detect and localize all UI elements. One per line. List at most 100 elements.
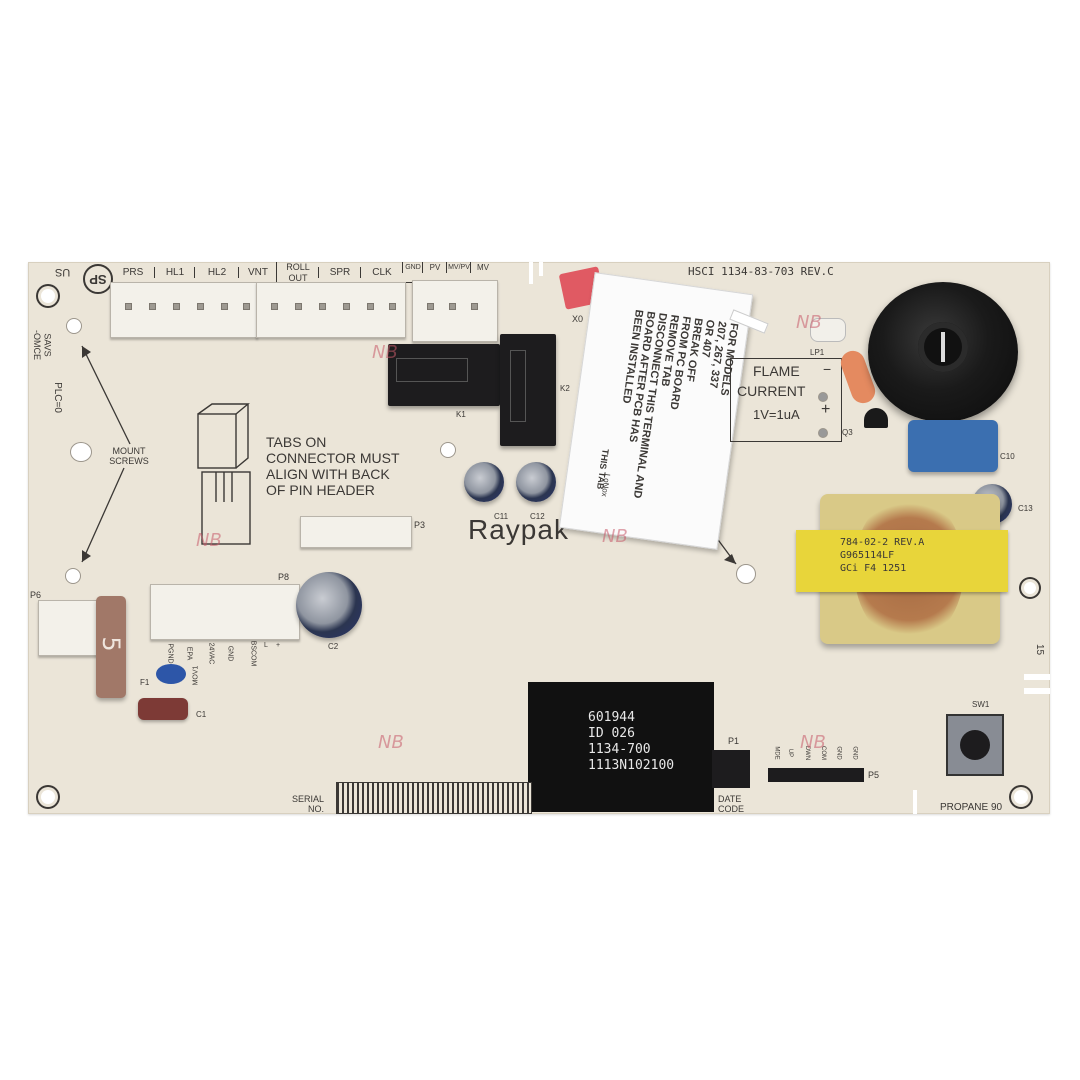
connector-valve-header[interactable] (412, 280, 498, 342)
p5-label-mde: MDE (773, 746, 780, 760)
transformer-label: 784-02-2 REV.A G965114LF GCi F4 1251 (796, 530, 1008, 592)
p8-label-epa: EPA (185, 646, 193, 661)
board-slot-1 (529, 262, 533, 284)
p5-label-gnd-2: GND (851, 746, 858, 760)
label-prs: PRS (122, 267, 144, 278)
mount-screws-label: MOUNT SCREWS (109, 446, 149, 466)
connector-p5[interactable] (768, 768, 864, 782)
ref-c10: C10 (1000, 452, 1015, 461)
capacitor-c12 (516, 462, 556, 502)
ref-q3: Q3 (842, 428, 853, 437)
connector-p6[interactable] (38, 600, 102, 656)
capacitor-c2 (296, 572, 362, 638)
transistor-q3 (864, 408, 888, 428)
hole-center-2 (736, 564, 756, 584)
propane-label: PROPANE 90 (940, 802, 1003, 813)
main-chip: 601944 ID 026 1134-700 1113N102100 (528, 682, 714, 812)
connector-diagram (197, 403, 251, 545)
p5-label-gnd-1: GND (835, 746, 842, 760)
ref-c2: C2 (328, 642, 339, 651)
transformer-line-2: G965114LF (840, 550, 895, 561)
sticker-text-block: FOR MODELS 207, 267, 337 OR 407 BREAK OF… (602, 309, 740, 542)
ref-k1: K1 (456, 410, 466, 419)
hole-center-1 (440, 442, 456, 458)
ref-f1: F1 (140, 678, 150, 687)
p5-label-up: UP (787, 748, 794, 758)
label-mv-pv: MV/PV (446, 262, 471, 273)
transformer-line-1: 784-02-2 REV.A (840, 537, 925, 548)
flame-test-point-plus[interactable] (818, 428, 828, 438)
p8-label-gnd: GND (226, 645, 234, 662)
mount-hole-bottom-left (41, 790, 55, 804)
connector-p3[interactable] (300, 516, 412, 548)
current-label: CURRENT (737, 383, 806, 399)
connector-p1[interactable] (712, 750, 750, 788)
brand-raypak: Raypak (468, 514, 569, 545)
capacitor-c11 (464, 462, 504, 502)
ref-c11: C11 (494, 512, 509, 521)
ref-p5: P5 (868, 770, 880, 780)
serial-barcode (336, 782, 532, 814)
flame-minus: − (823, 361, 832, 377)
chip-line-2: ID 026 (588, 726, 635, 741)
flame-label: FLAME (753, 363, 800, 379)
p8-label-pgnd: PGND (166, 643, 174, 664)
switch-sw1[interactable] (946, 714, 1004, 776)
date-code-1: DATE (718, 794, 742, 804)
chip-line-4: 1113N102100 (588, 758, 675, 773)
mount-hole-top-left (41, 289, 55, 303)
ref-c12: C12 (530, 512, 545, 521)
label-mv: MV (470, 262, 495, 273)
board-slot-5 (1024, 688, 1050, 694)
circuit-board: SP US -OMCE SAVS PLC=0 PRS HL1 HL2 VNT R… (28, 262, 1050, 814)
chip-line-1: 601944 (588, 710, 635, 725)
ref-k2: K2 (560, 384, 570, 393)
mount-hole-right (1024, 582, 1036, 594)
connector-p8[interactable] (150, 584, 300, 640)
label-clk: CLK (360, 267, 403, 278)
board-slot-2 (539, 262, 543, 276)
capacitor-c1 (138, 698, 188, 720)
silk-mark-6: NB (602, 526, 628, 547)
serial-label-2: NO. (308, 804, 325, 814)
sticker-tab-note-1: THIS (597, 448, 611, 470)
flame-plus: + (821, 401, 831, 418)
silk-mark-1: NB (372, 342, 398, 363)
tabs-note: TABS ON CONNECTOR MUST ALIGN WITH BACK O… (266, 434, 400, 498)
tabs-note-line-4: OF PIN HEADER (266, 482, 375, 498)
transformer-line-3: GCi F4 1251 (840, 563, 907, 574)
date-code-label: DATE CODE (718, 794, 744, 814)
relay-k1 (388, 344, 500, 406)
ref-p1: P1 (728, 736, 740, 746)
hole-left-3 (70, 442, 92, 462)
igniter-coil (868, 282, 1018, 422)
mount-hole-bottom-right (1014, 790, 1028, 804)
disc-capacitor (156, 664, 186, 684)
hole-left-2 (65, 568, 81, 584)
connector-main-header[interactable] (110, 282, 258, 338)
fuse-f1: 5 (96, 596, 126, 698)
ref-mov1: MOV1 (192, 665, 200, 686)
flame-current-box: FLAME CURRENT 1V=1uA − + (730, 358, 842, 442)
relay-k2 (500, 334, 556, 446)
silk-mark-4: NB (796, 312, 822, 333)
ref-lp1: LP1 (810, 348, 825, 357)
scale-label: 1V=1uA (753, 407, 800, 422)
lamp-lp1 (810, 318, 846, 342)
serial-label-1: SERIAL (292, 794, 325, 804)
tabs-note-line-1: TABS ON (266, 434, 327, 450)
chip-line-3: 1134-700 (588, 742, 651, 757)
ref-sw1: SW1 (972, 700, 990, 709)
p8-labels: PGND EPA 24VAC GND BSCOM L + (152, 641, 312, 682)
label-gnd: GND (402, 262, 423, 273)
flame-test-point-minus[interactable] (818, 392, 828, 402)
label-roll-out: ROLL OUT (276, 262, 319, 284)
label-vnt: VNT (238, 267, 277, 278)
ref-p3: P3 (414, 520, 426, 530)
ref-p6: P6 (30, 590, 42, 600)
p8-label-plus: + (276, 642, 281, 649)
board-slot-3 (913, 790, 917, 814)
tabs-note-line-3: ALIGN WITH BACK (266, 466, 390, 482)
board-slot-4 (1024, 674, 1050, 680)
connector-safety-header[interactable] (256, 282, 406, 338)
